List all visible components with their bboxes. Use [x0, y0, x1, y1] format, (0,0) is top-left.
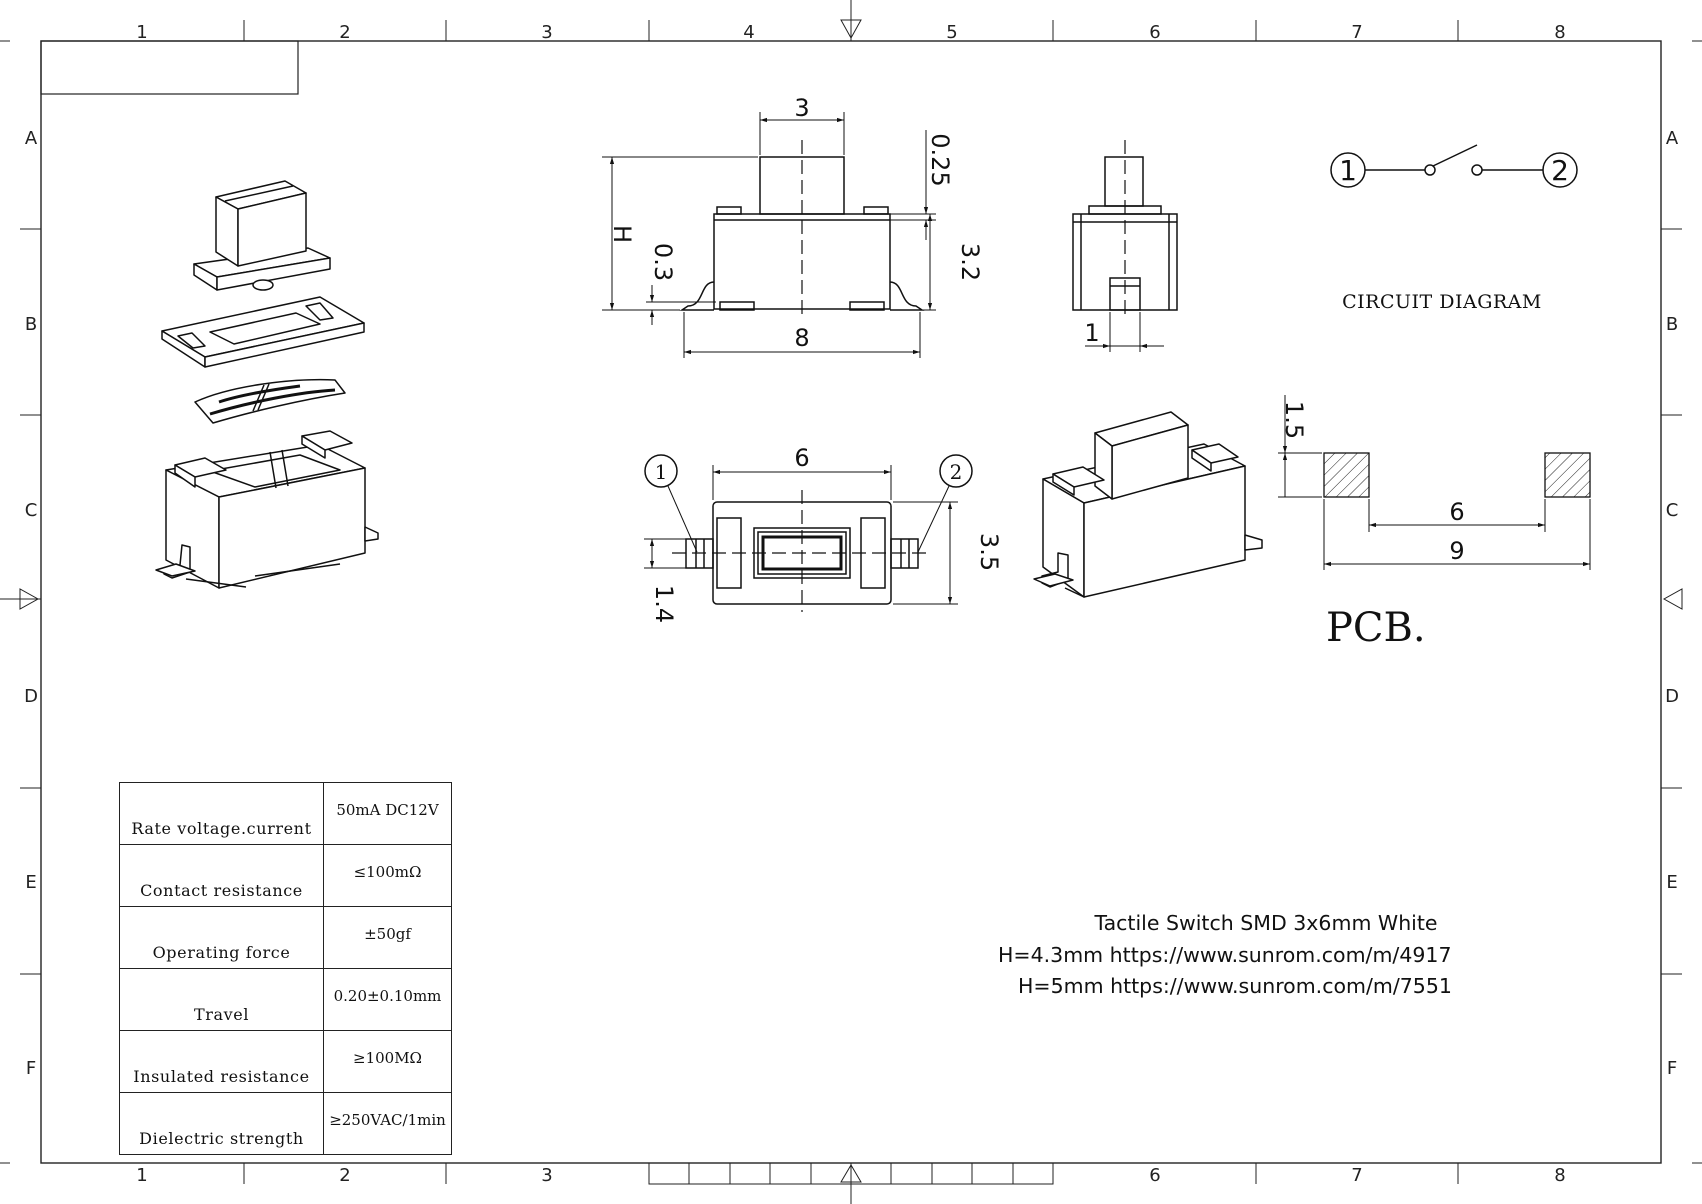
- pin-1-label: 1: [655, 460, 668, 484]
- col-label: 1: [136, 1165, 147, 1186]
- dim-label: 3.5: [975, 533, 1003, 571]
- table-row: Rate voltage.current 50mA DC12V: [119, 782, 452, 845]
- dim-label: 9: [1449, 537, 1464, 565]
- zone-labels: 1 2 3 4 5 6 7 8 1 2 3 6 7 8 A B C D E F …: [24, 22, 1679, 1186]
- title-block: Tactile Switch SMD 3x6mm White H=4.3mm h…: [990, 908, 1470, 1003]
- front-view: [602, 112, 936, 358]
- dome-contact: [194, 378, 346, 424]
- spec-value: ≥250VAC/1min: [323, 1092, 452, 1155]
- col-label: 4: [743, 22, 754, 43]
- spec-value: ≥100MΩ: [323, 1030, 452, 1093]
- col-label: 8: [1554, 22, 1565, 43]
- circuit-title: CIRCUIT DIAGRAM: [1342, 291, 1542, 313]
- spec-value: ±50gf: [323, 906, 452, 969]
- col-label: 7: [1351, 22, 1362, 43]
- col-label: 6: [1149, 22, 1160, 43]
- dim-label: 8: [794, 324, 809, 352]
- table-row: Travel 0.20±0.10mm: [119, 968, 452, 1031]
- spec-value: 50mA DC12V: [323, 782, 452, 845]
- spec-value: ≤100mΩ: [323, 844, 452, 907]
- table-row: Operating force ±50gf: [119, 906, 452, 969]
- spec-label: Dielectric strength: [119, 1092, 324, 1155]
- col-label: 3: [541, 1165, 552, 1186]
- spec-label: Contact resistance: [119, 844, 324, 907]
- dim-label: 0.3: [649, 243, 677, 281]
- terminal-1-label: 1: [1339, 154, 1357, 187]
- spec-label: Operating force: [119, 906, 324, 969]
- row-label: E: [1666, 872, 1677, 893]
- dim-label: 0.25: [926, 133, 954, 186]
- dim-label: 6: [794, 444, 809, 472]
- col-label: 2: [339, 22, 350, 43]
- dim-label: 1: [1084, 319, 1099, 347]
- row-label: C: [1666, 500, 1679, 521]
- spec-table: Rate voltage.current 50mA DC12V Contact …: [119, 782, 452, 1155]
- dim-label: 3: [794, 94, 809, 122]
- col-label: 6: [1149, 1165, 1160, 1186]
- col-label: 2: [339, 1165, 350, 1186]
- row-label: B: [25, 314, 37, 335]
- col-label: 5: [946, 22, 957, 43]
- variant-link[interactable]: https://www.sunrom.com/m/7551: [1110, 974, 1452, 998]
- product-title: Tactile Switch SMD 3x6mm White: [1094, 911, 1438, 935]
- actuator-cap: [193, 180, 331, 291]
- table-row: Contact resistance ≤100mΩ: [119, 844, 452, 907]
- exploded-view: [155, 180, 379, 589]
- housing: [155, 430, 379, 589]
- row-label: A: [25, 128, 38, 149]
- pcb-labels: 1.5 6 9 PCB.: [1280, 401, 1465, 651]
- pin-2-label: 2: [950, 460, 963, 484]
- row-label: D: [24, 686, 38, 707]
- row-label: B: [1666, 314, 1678, 335]
- row-label: A: [1666, 128, 1679, 149]
- pcb-pad: [1323, 452, 1370, 498]
- dim-label: 3.2: [956, 243, 984, 281]
- dim-label: 1.4: [650, 585, 678, 623]
- row-label: F: [1667, 1058, 1677, 1079]
- variant-line: H=5mm https://www.sunrom.com/m/7551: [990, 971, 1470, 1003]
- row-label: C: [25, 500, 38, 521]
- spec-value: 0.20±0.10mm: [323, 968, 452, 1031]
- spec-label: Rate voltage.current: [119, 782, 324, 845]
- dim-label: 6: [1449, 498, 1464, 526]
- col-label: 7: [1351, 1165, 1362, 1186]
- circuit-labels: 1 2 CIRCUIT DIAGRAM: [1339, 154, 1569, 313]
- dim-label: H: [608, 225, 636, 243]
- assembled-view: [1033, 411, 1263, 598]
- side-view: [1072, 140, 1178, 352]
- spec-label: Travel: [119, 968, 324, 1031]
- terminal-2-label: 2: [1551, 154, 1569, 187]
- variant-height: H=5mm: [1018, 974, 1104, 998]
- variant-link[interactable]: https://www.sunrom.com/m/4917: [1109, 942, 1452, 967]
- row-label: F: [26, 1058, 36, 1079]
- col-label: 1: [136, 22, 147, 43]
- table-row: Insulated resistance ≥100MΩ: [119, 1030, 452, 1093]
- variant-height: H=4.3mm: [998, 942, 1104, 967]
- spec-label: Insulated resistance: [119, 1030, 324, 1093]
- pcb-layout: [1278, 395, 1591, 570]
- frame-plate: [161, 296, 365, 368]
- col-label: 3: [541, 22, 552, 43]
- bottom-view: [644, 454, 973, 612]
- variant-line: H=4.3mm https://www.sunrom.com/m/4917: [990, 940, 1470, 972]
- row-label: D: [1665, 686, 1679, 707]
- pcb-label: PCB.: [1326, 605, 1426, 651]
- col-label: 8: [1554, 1165, 1565, 1186]
- row-label: E: [25, 872, 36, 893]
- bottom-view-labels: 6 3.5 1.4 1 2: [650, 444, 1003, 623]
- dim-label: 1.5: [1280, 401, 1308, 439]
- pcb-pad: [1544, 452, 1591, 498]
- front-view-dims: 3 8 H 0.3 3.2 0.25: [608, 94, 984, 352]
- table-row: Dielectric strength ≥250VAC/1min: [119, 1092, 452, 1155]
- circuit-diagram: [1330, 144, 1578, 188]
